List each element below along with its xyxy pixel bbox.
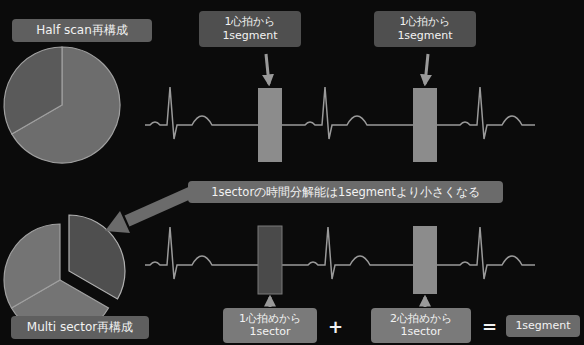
callout-box: 1sectorの時間分解能は1segmentより小さくなる [188, 181, 503, 203]
segment-window [258, 88, 282, 162]
box-text: Multi sector再構成 [27, 320, 133, 335]
operator-sign: = [482, 316, 497, 337]
section-label: Half scan再構成 [12, 19, 152, 42]
sector-window [258, 226, 282, 294]
ecg-trace [145, 87, 535, 139]
pointer-arrow [266, 54, 269, 84]
note-box: 1心拍から 1segment [199, 11, 301, 47]
segment-window [413, 88, 437, 162]
box-text: 2心拍めから 1sector [379, 312, 463, 340]
note-box: 2心拍めから 1sector [371, 308, 471, 344]
box-text: 1心拍から 1segment [382, 15, 468, 43]
box-text: 1心拍から 1segment [207, 15, 293, 43]
half-scan-pie [4, 47, 120, 163]
result-box: 1segment [506, 315, 580, 337]
operator-sign: + [328, 316, 343, 337]
section-label: Multi sector再構成 [11, 316, 149, 339]
box-text: 1segment [515, 319, 570, 333]
note-box: 1心拍めから 1sector [223, 308, 317, 344]
box-text: 1心拍めから 1sector [231, 312, 309, 340]
pointer-arrow [425, 54, 428, 84]
callout-arrow [105, 192, 192, 233]
note-box: 1心拍から 1segment [374, 11, 476, 47]
box-text: Half scan再構成 [36, 23, 128, 38]
sector-window [413, 226, 437, 294]
box-text: 1sectorの時間分解能は1segmentより小さくなる [211, 185, 480, 199]
pointer-arrow [269, 297, 272, 307]
ecg-trace [145, 227, 535, 279]
pointer-arrow [424, 297, 427, 307]
